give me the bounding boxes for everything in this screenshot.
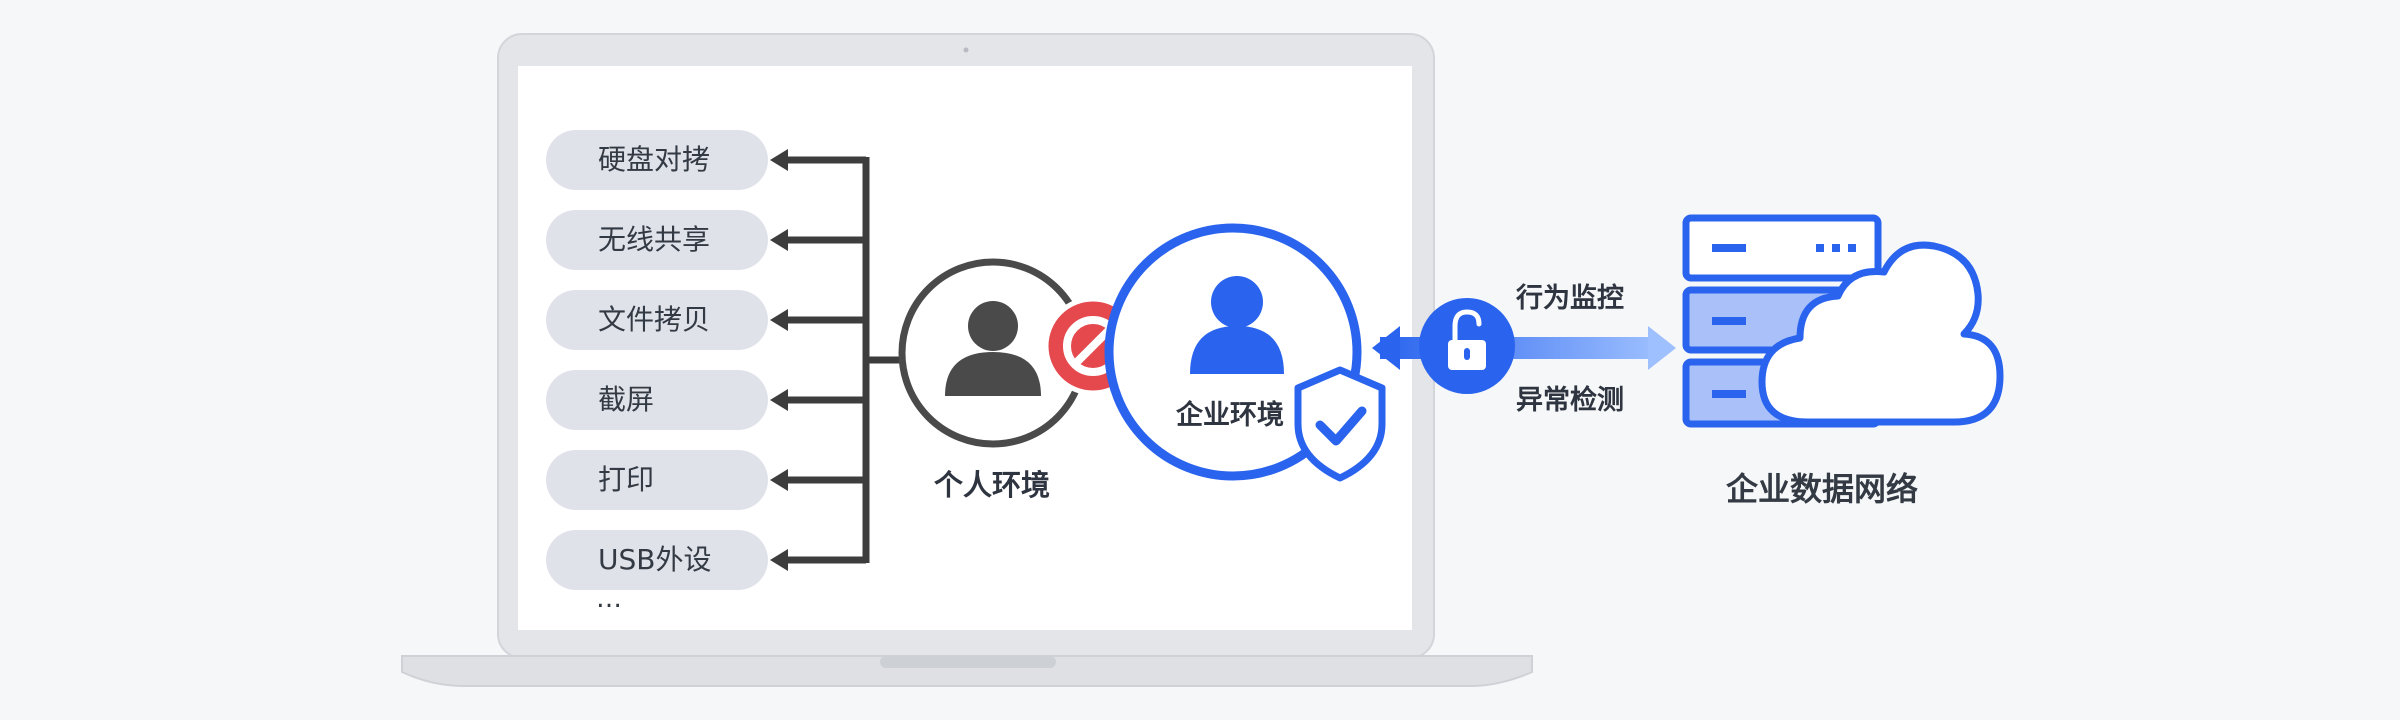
channel-label: USB外设 [598,543,712,576]
channel-wireless-share: 无线共享 [546,210,768,270]
laptop-camera [963,47,969,53]
arrowhead [770,149,788,171]
channel-label: 无线共享 [598,223,711,256]
user-icon [945,301,1041,396]
cloud-icon [1758,241,2004,426]
personal-environment [898,258,1088,448]
laptop-notch [880,656,1056,668]
link-arrow-left [1372,326,1400,370]
channel-file-copy: 文件拷贝 [546,290,768,350]
channel-label: 文件拷贝 [598,303,711,336]
anomaly-detection-label: 异常检测 [1516,385,1624,416]
arrowhead [770,469,788,491]
arrowhead [770,389,788,411]
arrowhead [770,229,788,251]
channel-disk-copy: 硬盘对拷 [546,130,768,190]
laptop-base [401,655,1533,687]
personal-env-label: 个人环境 [933,468,1050,502]
channels-more: … [596,584,624,614]
enterprise-env-label: 企业环境 [1176,400,1284,431]
behavior-monitoring-label: 行为监控 [1516,283,1624,314]
arrowhead [770,309,788,331]
unlocked-padlock-icon [1448,309,1486,370]
channel-print: 打印 [546,450,768,510]
link-arrow-right [1648,326,1676,370]
channel-label: 硬盘对拷 [598,143,711,176]
channel-arrowheads [770,149,788,571]
channel-usb: USB外设 [546,530,768,590]
shield-check-icon [1294,366,1386,482]
arrowhead [770,549,788,571]
enterprise-network-label: 企业数据网络 [1725,470,1918,508]
data-link [1372,298,1676,394]
channel-label: 打印 [598,463,655,496]
channel-label: 截屏 [598,383,655,416]
channel-bracket [784,156,900,564]
user-icon [1190,276,1284,374]
channel-screenshot: 截屏 [546,370,768,430]
